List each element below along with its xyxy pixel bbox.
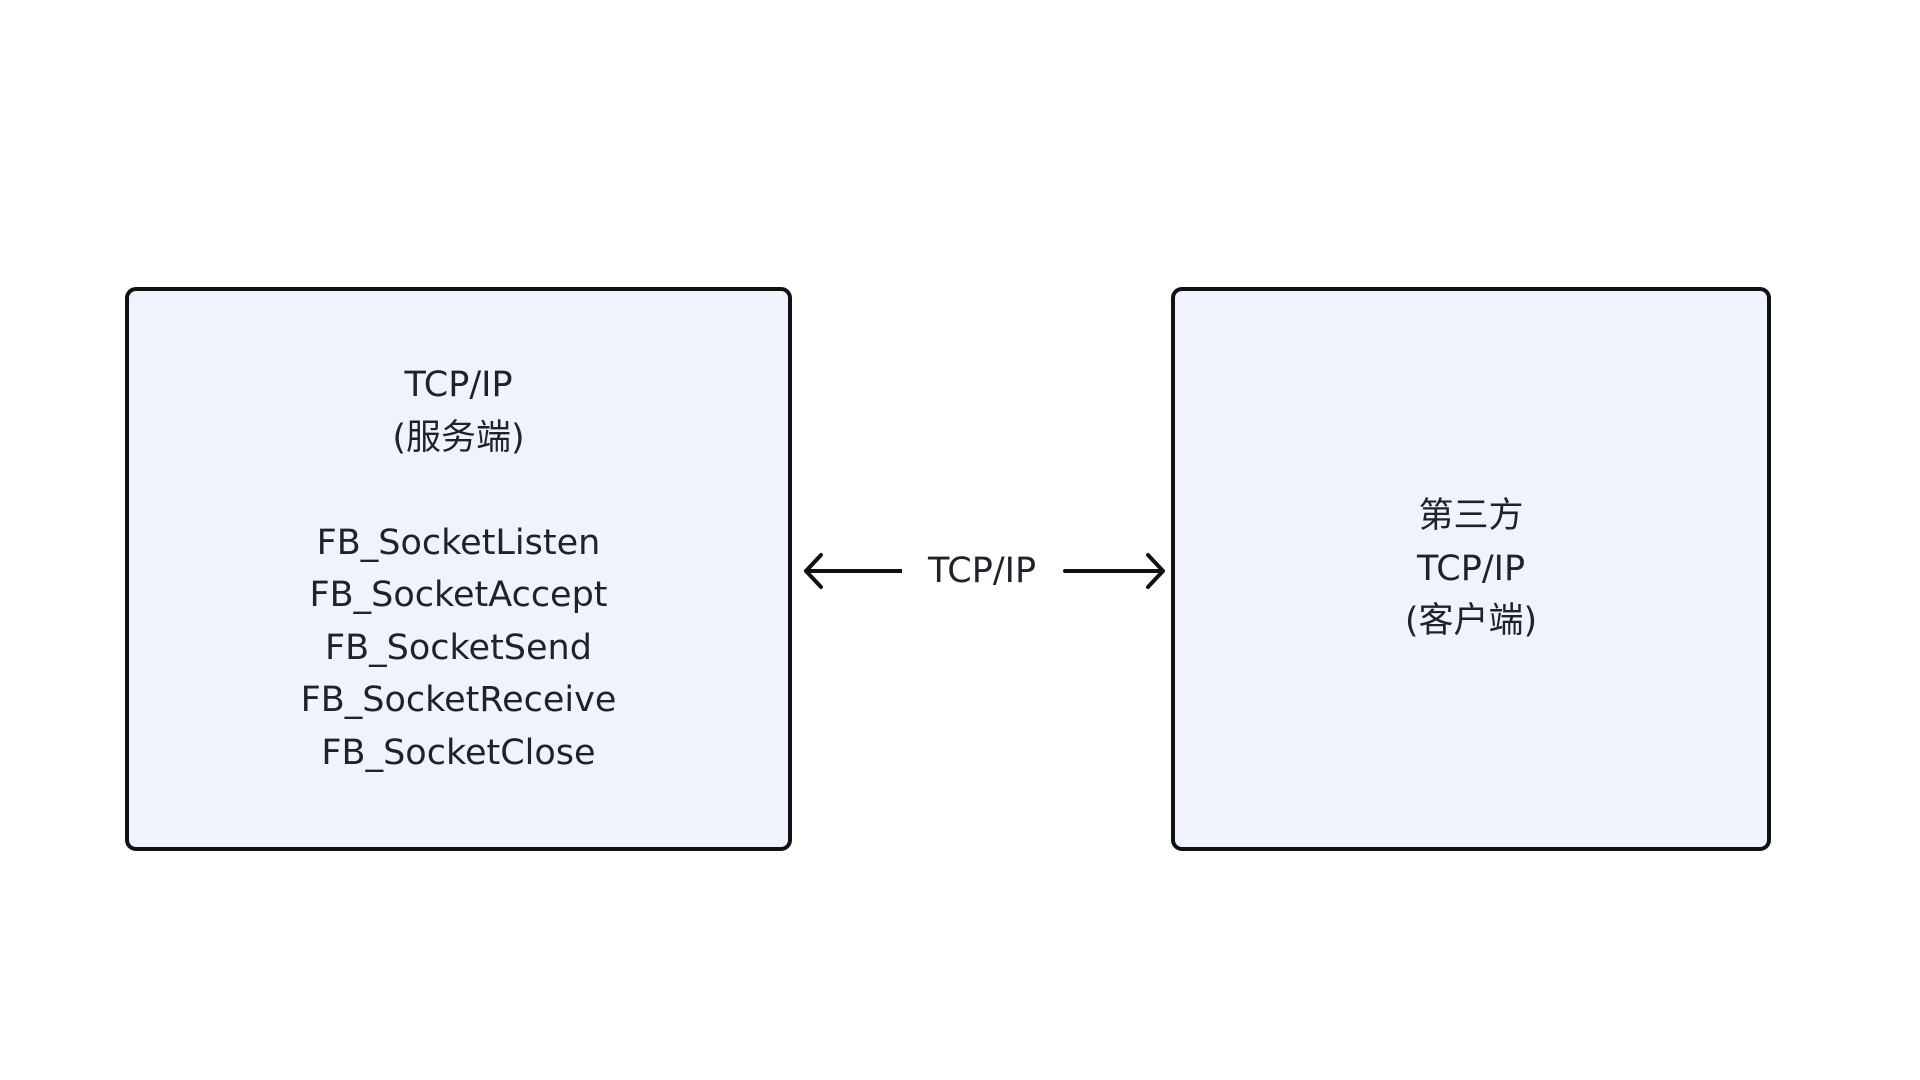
- server-function-listen: FB_SocketListen: [316, 522, 601, 563]
- connection-label: TCP/IP: [902, 545, 1062, 597]
- client-party: 第三方: [1418, 496, 1524, 537]
- server-node: TCP/IP (服务端) FB_SocketListen FB_SocketAc…: [125, 287, 792, 851]
- client-role: (客户端): [1404, 601, 1538, 642]
- right-arrowhead-icon: [1146, 553, 1165, 589]
- server-title: TCP/IP: [404, 365, 513, 405]
- client-title: TCP/IP: [1416, 548, 1526, 589]
- client-node: 第三方 TCP/IP (客户端): [1171, 287, 1771, 851]
- server-function-send: FB_SocketSend: [325, 627, 592, 668]
- server-function-close: FB_SocketClose: [321, 732, 596, 773]
- server-function-accept: FB_SocketAccept: [309, 575, 608, 615]
- left-arrowhead-icon: [804, 553, 823, 589]
- server-function-receive: FB_SocketReceive: [300, 680, 617, 720]
- server-role: (服务端): [392, 417, 525, 458]
